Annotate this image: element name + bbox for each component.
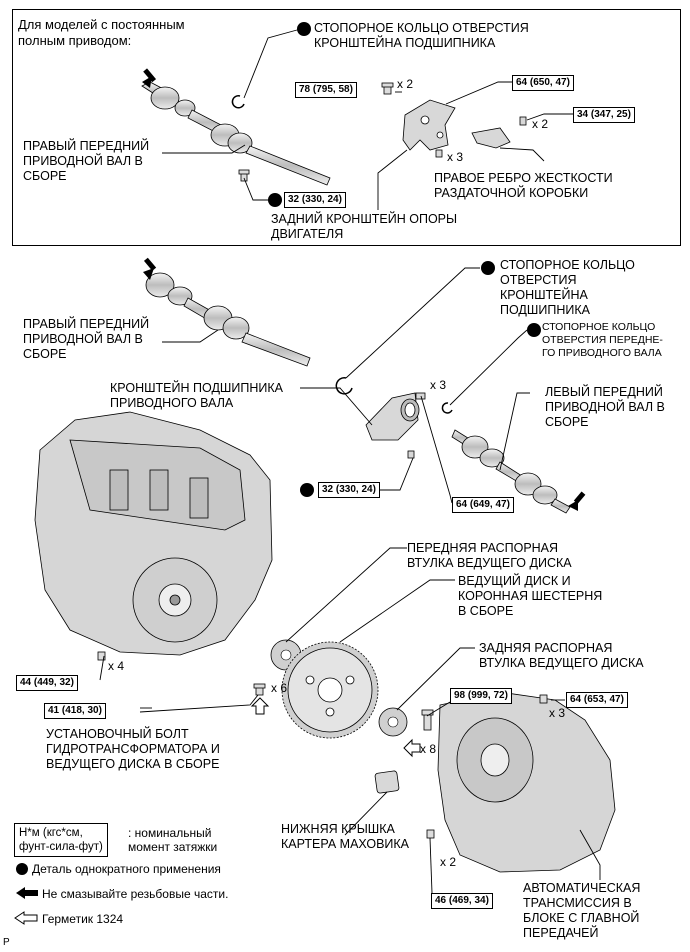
leader-lines-bottom: [99, 547, 601, 894]
drive-plate-part: [281, 641, 379, 739]
torque-box: 41 (418, 30): [44, 703, 106, 719]
converter-bolt-sealant-arrow: [250, 697, 270, 715]
quantity-label: x 8: [420, 742, 437, 756]
rear-spacer-label: ЗАДНЯЯ РАСПОРНАЯ ВТУЛКА ВЕДУЩЕГО ДИСКА: [479, 641, 644, 670]
quantity-label: x 2: [397, 77, 414, 91]
drive-plate-label: ВЕДУЩИЙ ДИСК И КОРОННАЯ ШЕСТЕРНЯ В СБОРЕ: [458, 574, 603, 618]
spacer-bolt-sealant-arrow: [403, 738, 421, 758]
quantity-label: x 2: [532, 117, 549, 131]
legend-sealant-arrow: [14, 911, 38, 925]
snap-ring-front-shaft-label: СТОПОРНОЕ КОЛЬЦО ОТВЕРСТИЯ ПЕРЕДНЕ- ГО П…: [542, 321, 663, 359]
non-reusable-marker: [297, 22, 311, 36]
top-shaft-bolt: [238, 169, 250, 182]
quantity-label: x 3: [447, 150, 464, 164]
torque-box: 64 (649, 47): [452, 497, 514, 513]
quantity-label: x 2: [440, 855, 457, 869]
right-shaft-mid-label: ПРАВЫЙ ПЕРЕДНИЙ ПРИВОДНОЙ ВАЛ В СБОРЕ: [23, 317, 150, 361]
transaxle-part: [426, 691, 616, 873]
quantity-label: x 3: [549, 706, 566, 720]
leader-lines-middle: [162, 267, 530, 504]
left-drive-shaft-part: [451, 429, 571, 514]
legend-no-lube-arrow: [16, 887, 38, 899]
figure-code: P: [3, 937, 10, 948]
torque-box: 32 (330, 24): [284, 192, 346, 208]
transfer-stiffener-label: ПРАВОЕ РЕБРО ЖЕСТКОСТИ РАЗДАТОЧНОЙ КОРОБ…: [434, 171, 613, 200]
models-note: Для моделей с постоянным полным приводом…: [18, 17, 185, 48]
transfer-stiffener-part: [471, 116, 527, 149]
mid-shaft-arrow: [143, 257, 157, 280]
transaxle-label: АВТОМАТИЧЕСКАЯ ТРАНСМИССИЯ В БЛОКЕ С ГЛА…: [523, 881, 641, 940]
snap-ring-bracket-mid-label: СТОПОРНОЕ КОЛЬЦО ОТВЕРСТИЯ КРОНШТЕЙНА ПО…: [500, 258, 635, 317]
legend-unit-box: Н*м (кгс*см, фунт-сила-фут): [14, 823, 108, 857]
torque-box: 46 (469, 34): [431, 893, 493, 909]
right-shaft-top-label: ПРАВЫЙ ПЕРЕДНИЙ ПРИВОДНОЙ ВАЛ В СБОРЕ: [23, 139, 150, 183]
front-spacer-label: ПЕРЕДНЯЯ РАСПОРНАЯ ВТУЛКА ВЕДУЩЕГО ДИСКА: [407, 541, 572, 570]
torque-box: 64 (650, 47): [512, 75, 574, 91]
non-reusable-marker: [300, 483, 314, 497]
quantity-label: x 6: [271, 681, 288, 695]
legend-sealant-text: Герметик 1324: [42, 912, 124, 926]
shaft-bearing-bracket-label: КРОНШТЕЙН ПОДШИПНИКА ПРИВОДНОГО ВАЛА: [110, 381, 283, 410]
snap-ring-bracket-top-label: СТОПОРНОЕ КОЛЬЦО ОТВЕРСТИЯ КРОНШТЕЙНА ПО…: [314, 21, 529, 50]
flywheel-cover-label: НИЖНЯЯ КРЫШКА КАРТЕРА МАХОВИКА: [281, 822, 410, 851]
right-drive-shaft-mid-part: [145, 272, 311, 367]
bearing-bracket-part: [365, 392, 426, 459]
snap-ring-left-part: [441, 402, 453, 414]
engine-block-part: [34, 411, 273, 661]
flywheel-cover-part: [374, 770, 400, 794]
quantity-label: x 4: [108, 659, 125, 673]
right-drive-shaft-top-part: [141, 81, 331, 186]
snap-ring-top-part: [231, 95, 245, 109]
non-reusable-marker: [268, 193, 282, 207]
torque-box: 64 (653, 47): [566, 692, 628, 708]
non-reusable-marker: [481, 261, 495, 275]
non-reusable-marker: [527, 323, 541, 337]
snap-ring-mid-part: [335, 377, 353, 395]
torque-box: 78 (795, 58): [295, 82, 357, 98]
torque-box: 98 (999, 72): [450, 688, 512, 704]
torque-box: 44 (449, 32): [16, 675, 78, 691]
top-shaft-arrow: [142, 68, 157, 88]
legend-non-reusable-icon: [16, 863, 28, 875]
converter-bolt-part: [253, 683, 266, 696]
rear-engine-mount-label: ЗАДНИЙ КРОНШТЕЙН ОПОРЫ ДВИГАТЕЛЯ: [271, 212, 458, 241]
rear-engine-mount-part: [402, 99, 456, 158]
legend-no-lube-text: Не смазывайте резьбовые части.: [42, 887, 229, 901]
converter-bolt-label: УСТАНОВОЧНЫЙ БОЛТ ГИДРОТРАНСФОРМАТОРА И …: [46, 727, 220, 771]
awd-section-frame: [12, 9, 681, 246]
quantity-label: x 3: [430, 378, 447, 392]
torque-box: 34 (347, 25): [573, 107, 635, 123]
left-shaft-label: ЛЕВЫЙ ПЕРЕДНИЙ ПРИВОДНОЙ ВАЛ В СБОРЕ: [545, 385, 665, 429]
legend-non-reusable-text: Деталь однократного применения: [32, 862, 221, 876]
legend-unit-desc: : номинальный момент затяжки: [128, 826, 218, 854]
left-shaft-arrow: [568, 491, 586, 511]
mount-bolt-78: [381, 82, 394, 95]
torque-box: 32 (330, 24): [318, 482, 380, 498]
